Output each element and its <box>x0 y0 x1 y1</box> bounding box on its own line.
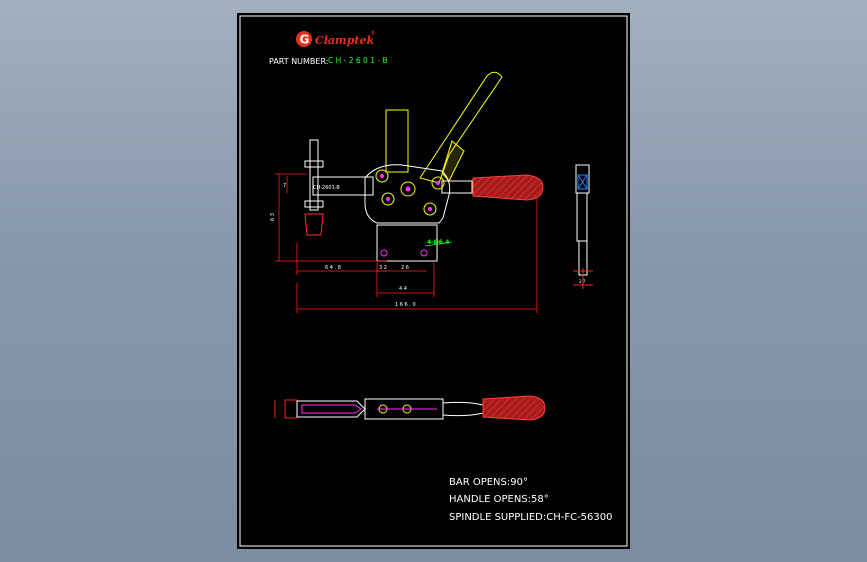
brand-name: Clamptek <box>315 34 374 47</box>
top-grip <box>482 395 546 421</box>
top-view <box>274 395 546 421</box>
dim-height: 6 3 <box>270 213 276 221</box>
cad-drawing: G Clamptek ® PART NUMBER: C H - 2 6 0 1 … <box>239 15 628 547</box>
dim-overall: 1 6 6 . 0 <box>395 302 416 308</box>
side-view: 2 7 <box>573 164 593 289</box>
model-tag: CH-2601-B <box>313 185 340 191</box>
handle-grip <box>472 174 544 201</box>
hole-callout: 4-Ø6.4 <box>427 239 449 246</box>
handle-arm <box>419 71 503 184</box>
registered-mark: ® <box>370 30 376 37</box>
spec-spindle: SPINDLE SUPPLIED:CH-FC-56300 <box>449 512 612 523</box>
clamp-body <box>364 164 451 224</box>
dim-offset: 6 4 . 8 <box>325 265 341 271</box>
dim-small-left: 7 <box>283 183 286 189</box>
mounting-holes <box>380 249 428 257</box>
part-number-value: C H - 2 6 0 1 - B <box>328 56 388 65</box>
clamptek-logo: G Clamptek ® <box>296 30 376 47</box>
spec-notes: BAR OPENS:90° HANDLE OPENS:58° SPINDLE S… <box>449 477 612 523</box>
dimension-lines <box>275 173 538 313</box>
front-view: CH-2601-B 4-Ø6.4 <box>304 71 544 262</box>
vertical-bar <box>385 109 409 173</box>
logo-letter: G <box>300 33 310 47</box>
dim-44: 4 4 <box>399 286 407 292</box>
drawing-sheet: G Clamptek ® PART NUMBER: C H - 2 6 0 1 … <box>237 13 630 549</box>
spec-bar-opens: BAR OPENS:90° <box>449 477 528 488</box>
dim-26: 2 6 <box>401 265 409 271</box>
side-dim: 2 7 <box>579 279 586 284</box>
dimension-text: 6 3 7 6 4 . 8 3 2 2 6 4 4 1 6 6 . 0 <box>270 183 416 308</box>
spindle <box>304 139 324 236</box>
pivot-points <box>375 169 445 216</box>
logo-badge-icon <box>296 31 312 47</box>
dim-32: 3 2 <box>379 265 387 271</box>
drawing-border <box>239 15 628 547</box>
part-number-label: PART NUMBER: <box>269 57 328 66</box>
spec-handle-opens: HANDLE OPENS:58° <box>449 494 549 505</box>
